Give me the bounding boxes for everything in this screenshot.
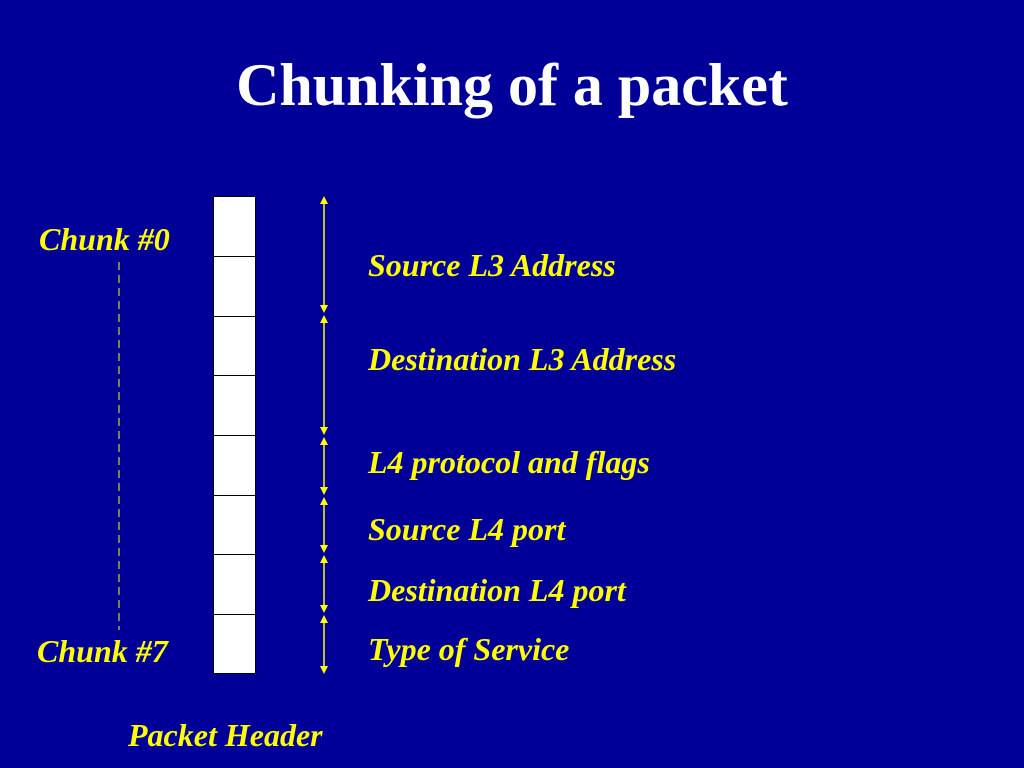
chunk-divider [214,435,255,436]
slide-title: Chunking of a packet [236,52,788,118]
chunk-divider [214,316,255,317]
packet-header-label: Packet Header [128,717,323,753]
chunk-last-label: Chunk #7 [37,633,168,669]
field-label-destination-l3-address: Destination L3 Address [368,341,677,377]
field-label-source-l4-port: Source L4 port [368,511,566,547]
field-label-destination-l4-port: Destination L4 port [368,572,626,608]
chunk-divider [214,375,255,376]
field-label-source-l3-address: Source L3 Address [368,247,616,283]
field-label-type-of-service: Type of Service [368,631,570,667]
chunk-divider [214,554,255,555]
chunk-divider [214,495,255,496]
field-extent-arrows [320,196,328,674]
field-label-l4-protocol-flags: L4 protocol and flags [368,444,650,480]
chunk-divider [214,256,255,257]
chunk-divider [214,614,255,615]
chunk-first-label: Chunk #0 [39,221,170,257]
packet-chunk-stack [213,196,256,674]
